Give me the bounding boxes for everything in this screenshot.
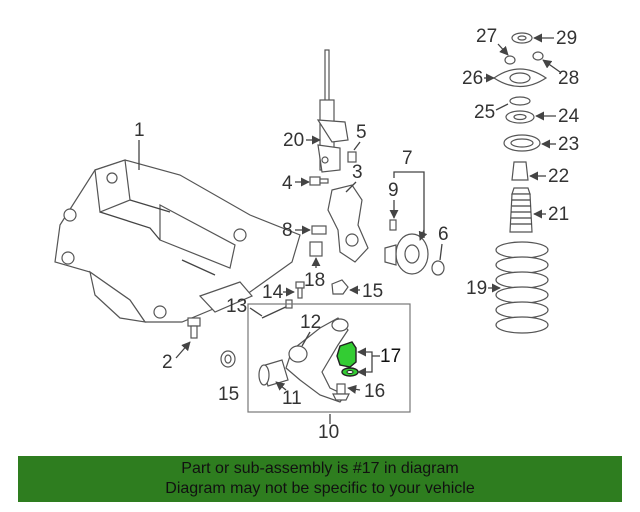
lower-arm-part[interactable] bbox=[285, 317, 349, 403]
bolt-2-part[interactable] bbox=[187, 317, 201, 339]
label-25: 25 bbox=[474, 102, 495, 123]
label-6: 6 bbox=[438, 224, 449, 245]
leader-17 bbox=[360, 351, 373, 373]
ball-joint-16-part[interactable] bbox=[332, 383, 350, 401]
leader-3 bbox=[345, 181, 357, 193]
nut-27-part[interactable] bbox=[504, 55, 516, 65]
leader-16 bbox=[347, 384, 361, 394]
lower-arm-box bbox=[247, 303, 411, 413]
label-4: 4 bbox=[282, 173, 293, 194]
label-2: 2 bbox=[162, 352, 173, 373]
cap-29-part[interactable] bbox=[511, 32, 533, 44]
label-9: 9 bbox=[388, 180, 399, 201]
leader-7 bbox=[393, 171, 425, 238]
leader-11 bbox=[275, 381, 287, 391]
bolt-8-part[interactable] bbox=[311, 225, 327, 235]
subframe-part[interactable] bbox=[54, 159, 301, 323]
leader-28 bbox=[542, 59, 561, 73]
bushing-11-part[interactable] bbox=[258, 359, 289, 387]
label-27: 27 bbox=[476, 26, 497, 47]
mount-26-part[interactable] bbox=[492, 68, 548, 88]
nut-18-part[interactable] bbox=[309, 241, 323, 257]
bearing-24-part[interactable] bbox=[505, 110, 535, 124]
knuckle-part[interactable] bbox=[327, 184, 369, 263]
label-14: 14 bbox=[262, 282, 284, 303]
washer-25-part[interactable] bbox=[509, 96, 531, 106]
label-8: 8 bbox=[282, 220, 293, 241]
label-19: 19 bbox=[466, 278, 487, 299]
parts-diagram: 1 2 20 5 4 3 8 18 bbox=[54, 26, 580, 443]
label-23: 23 bbox=[558, 134, 579, 155]
label-29: 29 bbox=[556, 28, 577, 49]
coil-spring-19-part[interactable] bbox=[495, 241, 549, 334]
leader-25 bbox=[495, 103, 509, 111]
leader-2 bbox=[175, 341, 191, 359]
label-15a: 15 bbox=[362, 281, 383, 302]
label-24: 24 bbox=[558, 106, 580, 127]
label-20: 20 bbox=[283, 130, 304, 151]
bolt-9-part[interactable] bbox=[389, 219, 397, 231]
label-11: 11 bbox=[282, 388, 302, 409]
bolt-4-part[interactable] bbox=[309, 176, 329, 186]
leader-5 bbox=[353, 141, 361, 151]
nut-28-part[interactable] bbox=[532, 51, 544, 61]
label-7: 7 bbox=[402, 148, 413, 169]
label-28: 28 bbox=[558, 68, 579, 89]
label-16: 16 bbox=[364, 381, 385, 402]
leader-27 bbox=[497, 43, 509, 56]
nut-15b-part[interactable] bbox=[220, 350, 236, 368]
label-18: 18 bbox=[304, 270, 325, 291]
banner-line-1: Part or sub-assembly is #17 in diagram bbox=[181, 460, 459, 477]
banner-line-2: Diagram may not be specific to your vehi… bbox=[165, 480, 475, 497]
label-5: 5 bbox=[356, 122, 367, 143]
label-15b: 15 bbox=[218, 384, 239, 405]
label-13: 13 bbox=[226, 296, 247, 317]
hub-part[interactable] bbox=[384, 233, 429, 275]
bushing-17-part[interactable] bbox=[336, 341, 359, 377]
label-10: 10 bbox=[318, 422, 339, 443]
nut-6-part[interactable] bbox=[431, 260, 445, 276]
leader-6 bbox=[439, 243, 443, 261]
strut-part[interactable] bbox=[316, 49, 349, 173]
leader-13 bbox=[249, 307, 263, 317]
label-1: 1 bbox=[134, 120, 145, 141]
info-banner: Part or sub-assembly is #17 in diagram D… bbox=[18, 456, 622, 502]
label-21: 21 bbox=[548, 204, 569, 225]
label-12: 12 bbox=[300, 312, 321, 333]
boot-21-part[interactable] bbox=[509, 187, 533, 233]
seat-23-part[interactable] bbox=[503, 134, 541, 152]
bolt-14-part[interactable] bbox=[295, 281, 305, 299]
label-22: 22 bbox=[548, 166, 569, 187]
leader-12 bbox=[301, 331, 311, 347]
label-26: 26 bbox=[462, 68, 483, 89]
label-3: 3 bbox=[352, 162, 363, 183]
leader-7-arrow bbox=[418, 229, 428, 241]
nut-15a-part[interactable] bbox=[331, 279, 349, 295]
label-17: 17 bbox=[380, 346, 401, 367]
nut-5-part[interactable] bbox=[347, 151, 357, 163]
bump-stop-22-part[interactable] bbox=[511, 161, 529, 181]
